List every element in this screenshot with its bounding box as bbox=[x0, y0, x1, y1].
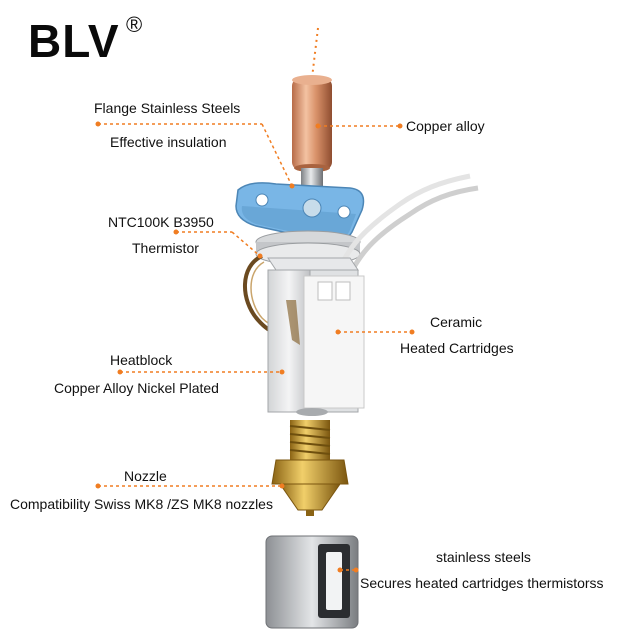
copper-heatbreak bbox=[292, 75, 332, 172]
block-bottom bbox=[296, 408, 328, 416]
label-nozzle-sub: Compatibility Swiss MK8 /ZS MK8 nozzles bbox=[10, 496, 273, 512]
label-sock-title: stainless steels bbox=[436, 549, 531, 565]
nozzle bbox=[271, 420, 349, 516]
flange bbox=[235, 182, 365, 243]
ceramic-cartridge bbox=[303, 275, 365, 409]
label-thermistor-title: NTC100K B3950 bbox=[108, 214, 214, 230]
label-sock-sub: Secures heated cartridges thermistorss bbox=[360, 575, 604, 591]
leader-dots bbox=[95, 121, 415, 573]
registered-mark: ® bbox=[126, 12, 143, 37]
leader-lines bbox=[98, 123, 412, 571]
label-ceramic-sub: Heated Cartridges bbox=[400, 340, 514, 356]
label-ceramic-title: Ceramic bbox=[430, 314, 483, 330]
label-nozzle-title: Nozzle bbox=[124, 468, 167, 484]
label-copper: Copper alloy bbox=[406, 118, 485, 134]
label-flange-sub: Effective insulation bbox=[110, 134, 227, 150]
filament-path bbox=[311, 27, 319, 79]
label-flange-title: Flange Stainless Steels bbox=[94, 100, 241, 116]
label-heatblock-sub: Copper Alloy Nickel Plated bbox=[54, 380, 219, 396]
brand-logo: BLV bbox=[28, 15, 120, 67]
label-thermistor-sub: Thermistor bbox=[132, 240, 199, 256]
label-heatblock-title: Heatblock bbox=[110, 352, 173, 368]
steel-sock bbox=[265, 535, 359, 629]
collar bbox=[255, 230, 361, 266]
